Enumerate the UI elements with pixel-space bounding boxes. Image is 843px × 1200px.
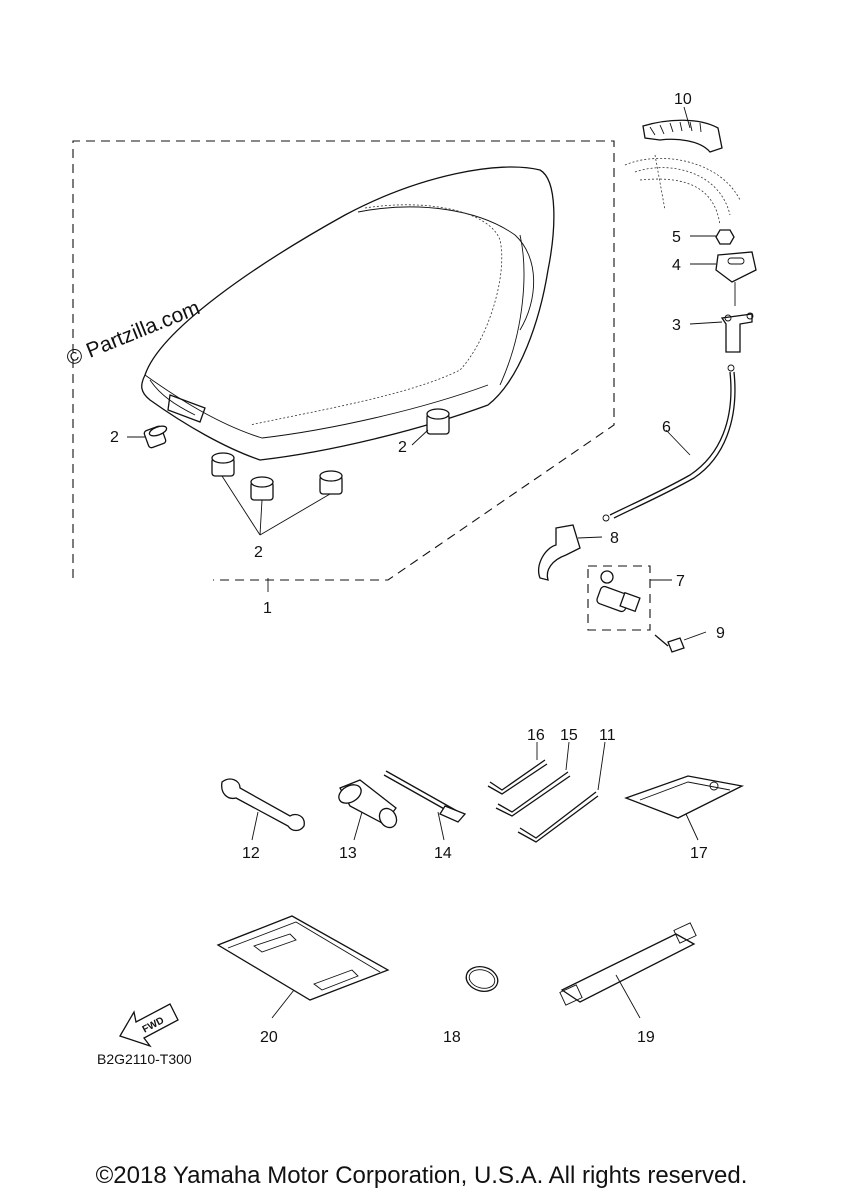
- callout-13: 13: [339, 845, 357, 862]
- hex-key-15[interactable]: [495, 741, 571, 817]
- callout-2-right: 2: [398, 439, 407, 456]
- o-ring[interactable]: [463, 963, 500, 994]
- damper-center[interactable]: [250, 476, 274, 501]
- callout-4: 4: [672, 257, 681, 274]
- screwdriver[interactable]: [383, 770, 467, 841]
- cable-bracket[interactable]: [538, 524, 603, 581]
- screw[interactable]: [654, 631, 707, 653]
- seat-lock-cable[interactable]: [602, 364, 736, 522]
- callout-14: 14: [434, 845, 452, 862]
- callout-19: 19: [637, 1029, 655, 1046]
- fwd-arrow: FWD: [119, 1003, 179, 1048]
- callout-5: 5: [672, 229, 681, 246]
- callout-9: 9: [716, 625, 725, 642]
- copyright-notice: ©2018 Yamaha Motor Corporation, U.S.A. A…: [95, 1162, 748, 1189]
- wrench[interactable]: [221, 778, 305, 841]
- diagram-code: B2G2110-T300: [97, 1051, 192, 1067]
- plug-wrench[interactable]: [336, 779, 400, 841]
- callout-12: 12: [242, 845, 260, 862]
- callout-2-bottom: 2: [254, 544, 263, 561]
- tool-bag[interactable]: [624, 775, 745, 841]
- seat-lock[interactable]: [596, 570, 672, 613]
- callout-16: 16: [527, 727, 545, 744]
- callout-1: 1: [263, 600, 272, 617]
- lock-hook[interactable]: [689, 312, 754, 353]
- callout-6: 6: [662, 419, 671, 436]
- owners-manual[interactable]: [216, 915, 390, 1019]
- hex-key-11[interactable]: [517, 741, 606, 843]
- callout-20: 20: [260, 1029, 278, 1046]
- callout-18: 18: [443, 1029, 461, 1046]
- strap[interactable]: [559, 922, 697, 1019]
- seat[interactable]: [141, 166, 555, 461]
- callout-7: 7: [676, 573, 685, 590]
- seat-stopper[interactable]: [642, 106, 723, 153]
- damper-center-left[interactable]: [211, 452, 235, 477]
- damper-right-lower[interactable]: [319, 470, 343, 495]
- callout-15: 15: [560, 727, 578, 744]
- hex-key-16[interactable]: [487, 742, 548, 795]
- lock-bracket[interactable]: [690, 251, 757, 306]
- damper-right[interactable]: [426, 408, 450, 435]
- callout-2-left: 2: [110, 429, 119, 446]
- damper-left[interactable]: [143, 424, 168, 449]
- callout-3: 3: [672, 317, 681, 334]
- frame-outline: [624, 154, 741, 226]
- seat-assembly-boundary: [72, 140, 615, 581]
- callout-17: 17: [690, 845, 708, 862]
- nut[interactable]: [690, 229, 735, 245]
- callout-10: 10: [674, 91, 692, 108]
- callout-8: 8: [610, 530, 619, 547]
- seat-lock-boundary: [587, 565, 651, 631]
- callout-11: 11: [599, 727, 616, 744]
